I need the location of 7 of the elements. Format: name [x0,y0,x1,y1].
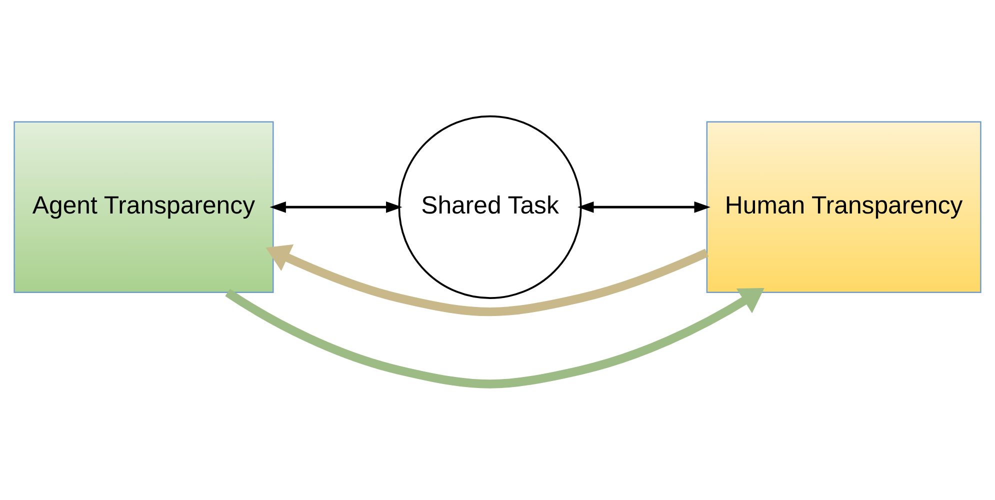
arrow [266,244,709,316]
node-box: Human Transparency [706,121,982,294]
arrow [225,288,764,388]
node-box: Agent Transparency [14,121,274,294]
arrow [578,201,710,213]
arrow [270,201,402,213]
node-circle: Shared Task [398,115,582,299]
